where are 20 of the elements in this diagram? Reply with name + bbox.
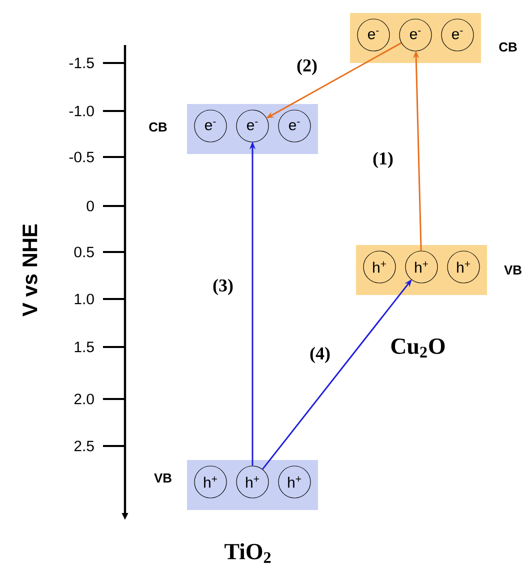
tick-label: 2.0 xyxy=(74,394,94,404)
edge-label: (3) xyxy=(212,278,234,296)
node-label: VB xyxy=(504,266,522,274)
tick-label: 1.5 xyxy=(74,342,94,352)
edge-label: (2) xyxy=(296,58,318,76)
node-label: VB xyxy=(154,474,172,482)
edge-label: (1) xyxy=(372,150,394,170)
edge-label: (4) xyxy=(308,346,332,364)
tick-label: 0 xyxy=(86,200,94,212)
tick-label: -1.0 xyxy=(69,106,94,116)
tick-label: 1.0 xyxy=(74,294,94,304)
tick-label: -0.5 xyxy=(69,152,94,162)
tick-label: 0.5 xyxy=(74,246,94,258)
material-label: Cu$_{2}$O xyxy=(391,338,445,358)
tick-label: 2.5 xyxy=(74,440,94,452)
node-label: CB xyxy=(149,122,167,132)
axis-title: V vs NHE xyxy=(22,224,38,316)
tick-label: -1.5 xyxy=(69,58,94,68)
node-label: CB xyxy=(499,42,517,52)
material-label: TiO$_{2}$ xyxy=(224,543,271,563)
